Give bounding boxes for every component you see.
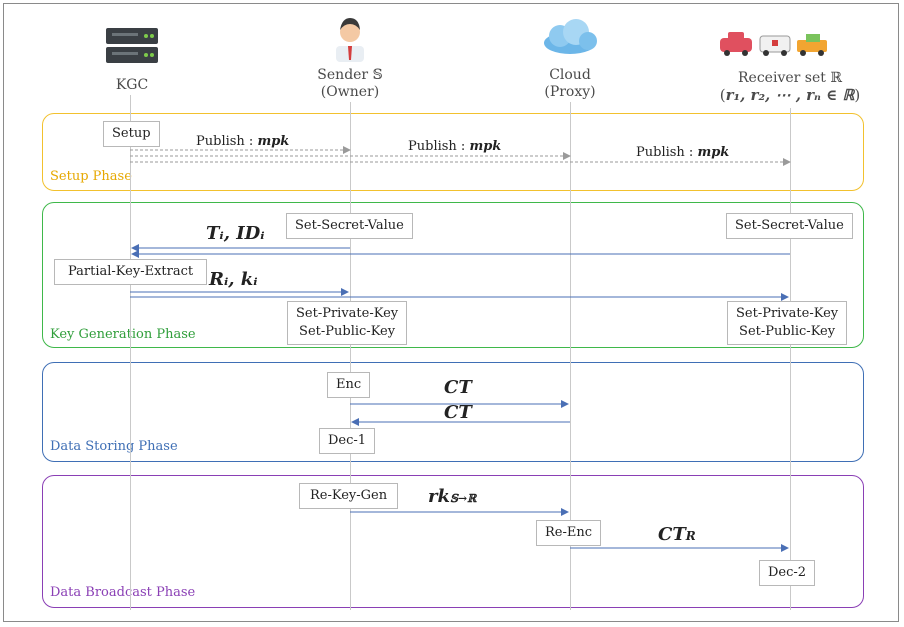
receiver-keys-box: Set-Private-Key Set-Public-Key — [727, 301, 848, 345]
ctr-subscript: R — [685, 529, 696, 543]
publish-label-receiver: Publish : mpk — [636, 145, 729, 160]
publish-label-cloud: Publish : mpk — [408, 139, 501, 154]
sender-lifeline — [350, 102, 351, 610]
sender-secret-value-box: Set-Secret-Value — [286, 213, 413, 239]
sender-public-key-label: Set-Public-Key — [299, 324, 396, 339]
receiver-label: Receiver set ℝ (r₁, r₂, ⋯ , rₙ ∈ ℝ) — [690, 70, 890, 104]
rekeygen-box: Re-Key-Gen — [299, 483, 399, 509]
ctr-label: CTR — [658, 524, 696, 545]
vehicles-icon — [720, 32, 827, 56]
rk-label: rk𝕊→ℝ — [428, 486, 476, 507]
cloud-icon — [544, 19, 597, 54]
ct-download-label: CT — [444, 402, 472, 423]
receiver-private-key-label: Set-Private-Key — [736, 306, 839, 321]
sender-label: Sender 𝕊 (Owner) — [300, 67, 400, 101]
storing-phase-label: Data Storing Phase — [50, 439, 178, 454]
publish-prefix-1: Publish : — [196, 134, 258, 149]
publish-label-sender: Publish : mpk — [196, 134, 289, 149]
cloud-label: Cloud (Proxy) — [520, 67, 620, 101]
publish-prefix-2: Publish : — [408, 139, 470, 154]
kgc-label: KGC — [115, 77, 149, 93]
dec1-box: Dec-1 — [319, 428, 376, 454]
storing-phase-frame — [42, 362, 864, 462]
cloud-role: (Proxy) — [544, 84, 596, 100]
dec2-box: Dec-2 — [759, 560, 816, 586]
setup-phase-label: Setup Phase — [50, 169, 132, 184]
keygen-phase-label: Key Generation Phase — [50, 327, 196, 342]
mpk-3: mpk — [697, 145, 730, 160]
rk-subscript: 𝕊→ℝ — [449, 492, 477, 505]
receiver-name: Receiver set ℝ — [738, 70, 842, 86]
receiver-lifeline — [790, 108, 791, 610]
user-icon — [336, 18, 364, 62]
enc-box: Enc — [327, 372, 371, 398]
sender-keys-box: Set-Private-Key Set-Public-Key — [287, 301, 408, 345]
sender-name: Sender 𝕊 — [317, 67, 383, 83]
publish-prefix-3: Publish : — [636, 145, 698, 160]
ri-ki-label: Rᵢ, kᵢ — [209, 269, 258, 290]
figure-frame — [3, 3, 899, 622]
receiver-members-math: r₁, r₂, ⋯ , rₙ ∈ ℝ — [725, 86, 855, 104]
kgc-lifeline — [130, 95, 131, 610]
keygen-phase-frame — [42, 202, 864, 348]
cloud-lifeline — [570, 102, 571, 610]
ti-idi-label: Tᵢ, IDᵢ — [206, 223, 265, 244]
ctr-main: CT — [658, 524, 686, 545]
rk-main: rk — [428, 486, 450, 507]
receiver-members-close: ) — [854, 86, 861, 104]
cloud-name: Cloud — [549, 67, 591, 83]
server-icon — [106, 28, 158, 63]
broadcast-phase-label: Data Broadcast Phase — [50, 585, 196, 600]
reenc-box: Re-Enc — [536, 520, 602, 546]
receiver-members-open: ( — [719, 86, 726, 104]
broadcast-phase-frame — [42, 475, 864, 608]
ct-upload-label: CT — [444, 377, 472, 398]
setup-box: Setup — [103, 121, 160, 147]
sender-private-key-label: Set-Private-Key — [296, 306, 399, 321]
receiver-public-key-label: Set-Public-Key — [739, 324, 836, 339]
mpk-1: mpk — [257, 134, 290, 149]
sender-role: (Owner) — [320, 84, 380, 100]
partial-key-extract-box: Partial-Key-Extract — [54, 259, 208, 285]
setup-phase-frame — [42, 113, 864, 191]
receiver-secret-value-box: Set-Secret-Value — [726, 213, 853, 239]
mpk-2: mpk — [469, 139, 502, 154]
receiver-members: (r₁, r₂, ⋯ , rₙ ∈ ℝ) — [690, 87, 890, 104]
